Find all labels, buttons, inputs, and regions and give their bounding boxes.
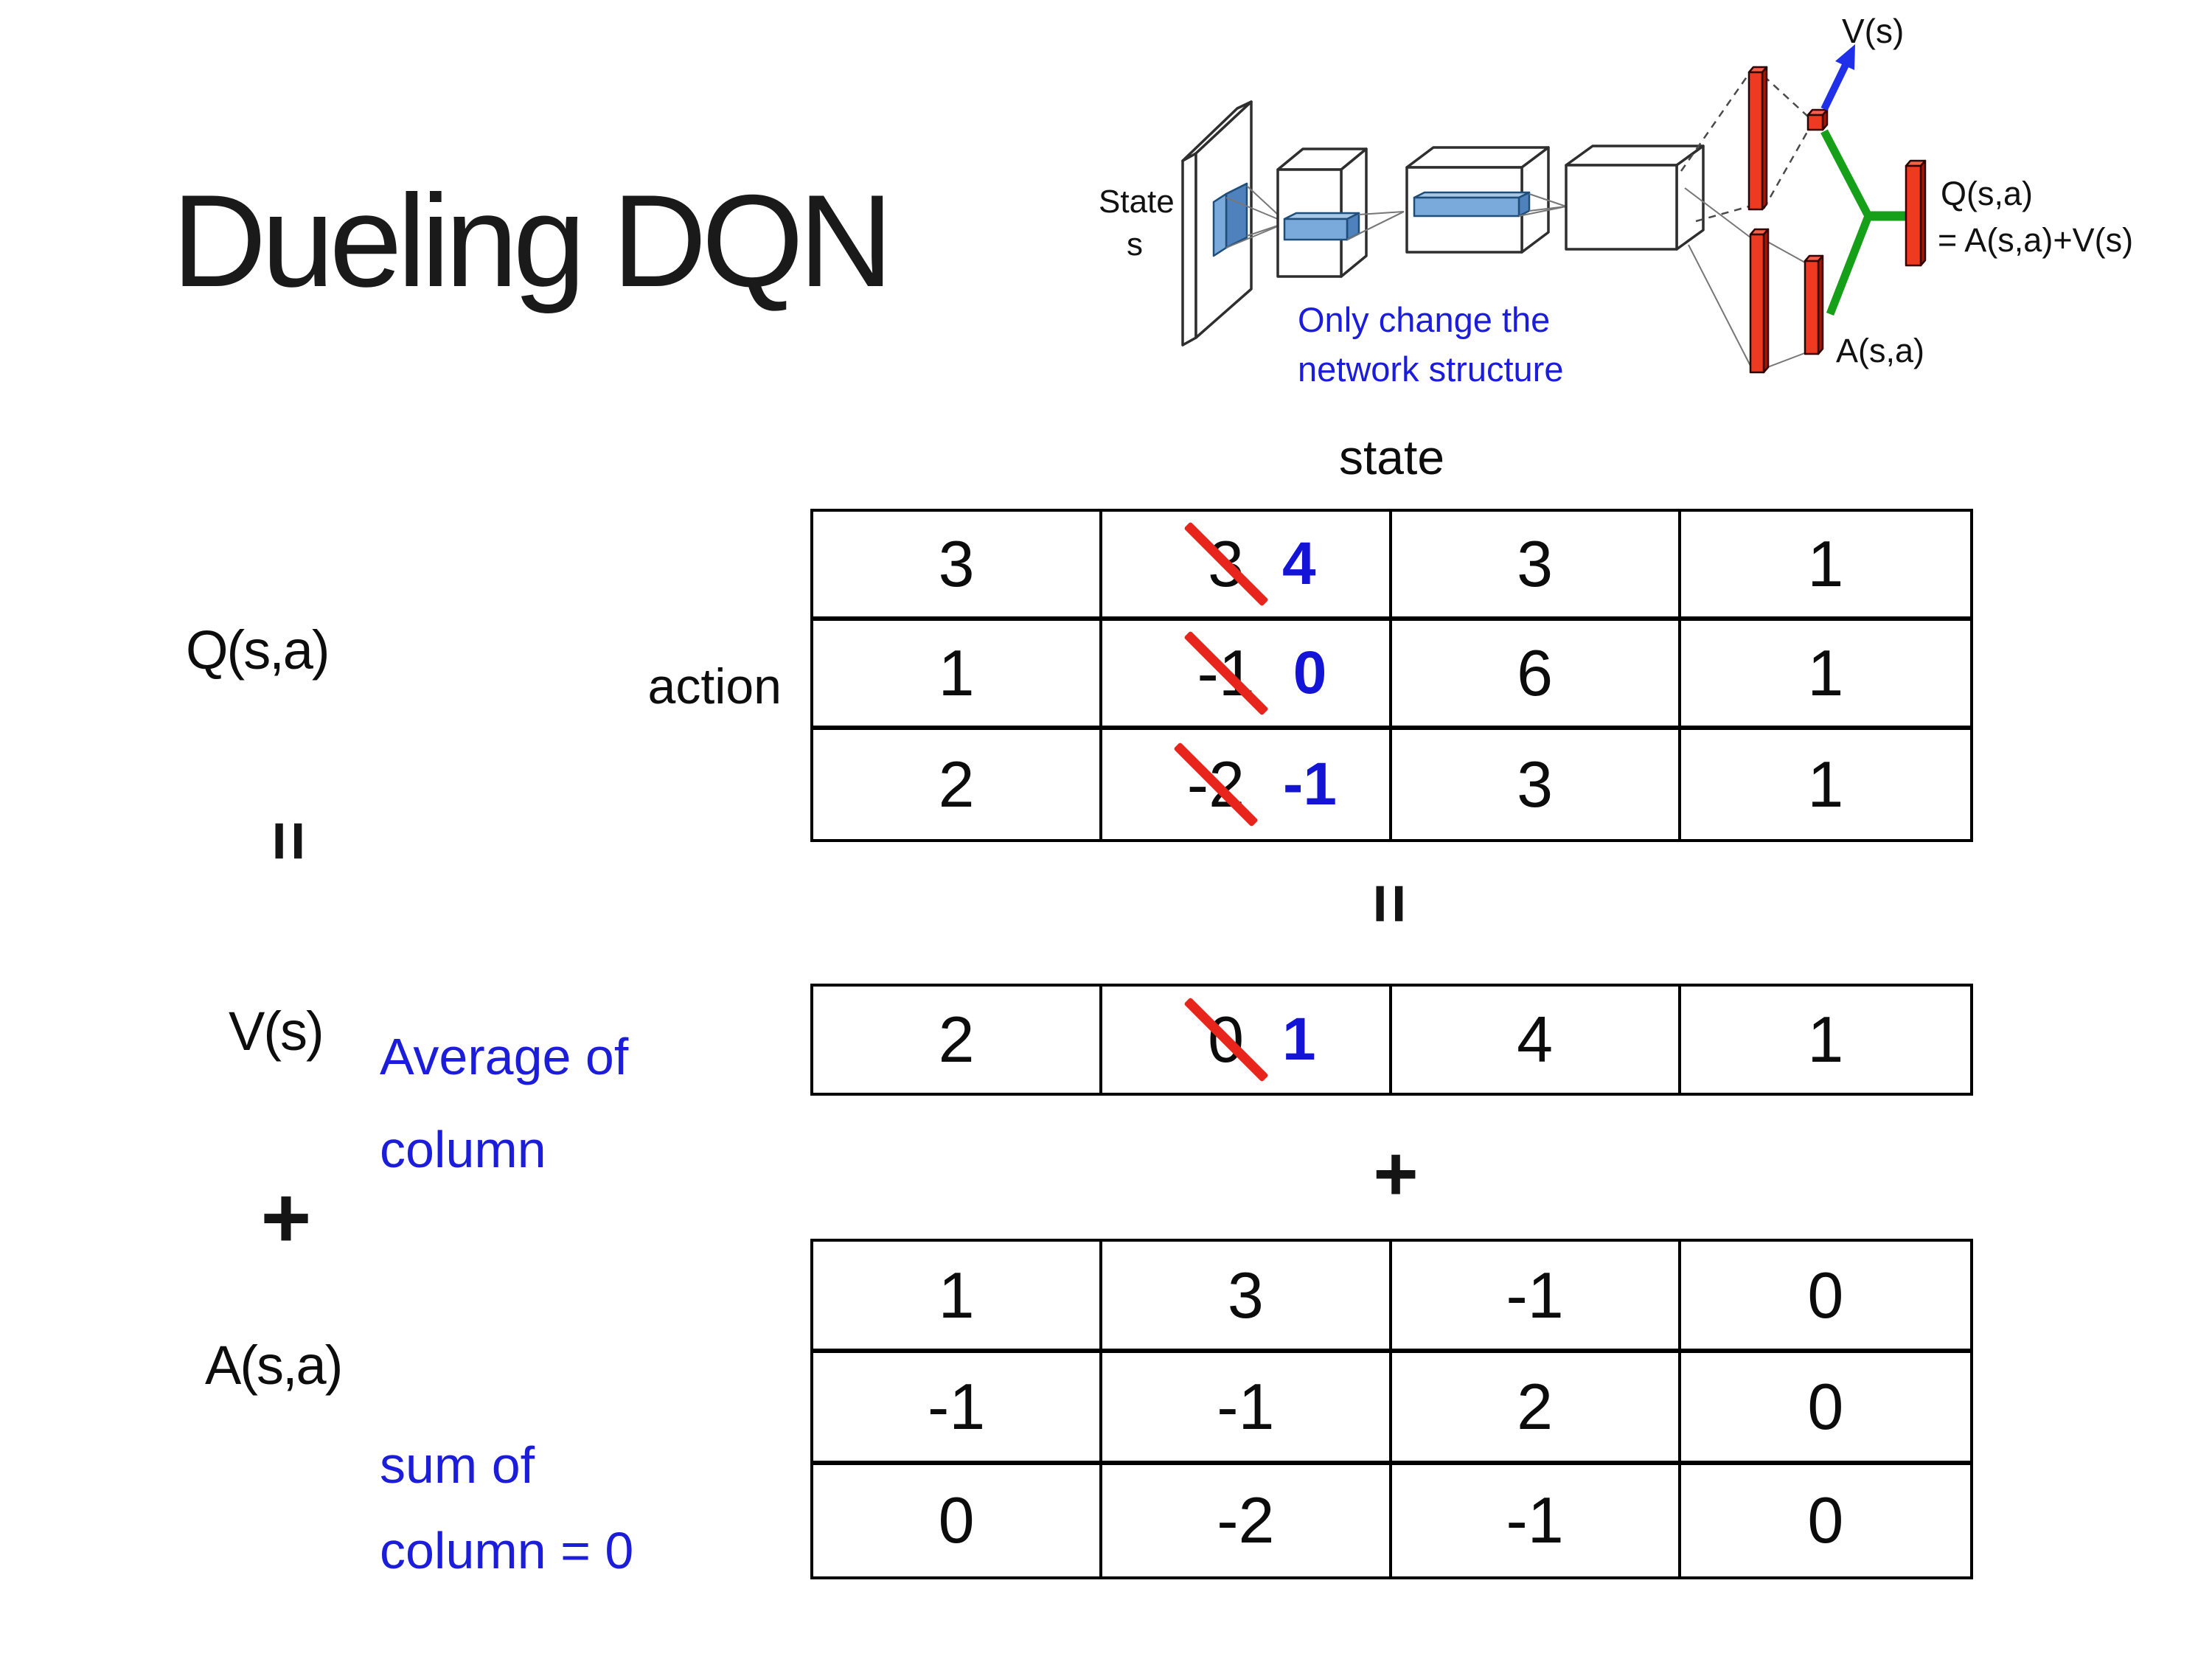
q-matrix-label: Q(s,a) <box>186 619 330 681</box>
plus-symbol-middle: + <box>1373 1130 1419 1217</box>
cell-value: -1 <box>1506 1258 1564 1332</box>
diagram-a-label: A(s,a) <box>1836 332 1924 369</box>
fan-lines-3 <box>1518 193 1567 217</box>
cell-value: 0 <box>1807 1484 1844 1557</box>
matrix-cell: 2 <box>813 730 1103 839</box>
cell-value: 2 <box>938 748 975 821</box>
a-matrix-label: A(s,a) <box>205 1335 343 1396</box>
equals-symbol-middle: = <box>1351 883 1430 924</box>
matrix-cell: -2-1 <box>1102 730 1392 839</box>
matrix-cell: -2 <box>1102 1464 1392 1576</box>
action-row-label: action <box>647 658 782 714</box>
cell-value: 3 <box>1517 527 1554 600</box>
cell-value: 3 <box>938 527 975 600</box>
fc-layer-box <box>1565 145 1705 251</box>
plus-symbol-left: + <box>260 1169 312 1267</box>
matrix-cell: 2 <box>813 987 1103 1093</box>
matrix-cell: 1 <box>813 621 1103 730</box>
matrix-cell: 4 <box>1392 987 1681 1093</box>
diagram-note-line1: Only change the <box>1298 300 1550 339</box>
matrix-cell: 3 <box>813 512 1103 621</box>
new-value: 0 <box>1293 639 1327 706</box>
matrix-cell: 2 <box>1391 1353 1681 1465</box>
matrix-cell: 1 <box>1681 987 1970 1093</box>
cell-value: 1 <box>1807 636 1844 709</box>
cell-value: -1 <box>1217 1369 1275 1443</box>
cell-value: 4 <box>1517 1003 1554 1076</box>
advantage-stream-lines <box>1684 187 1807 369</box>
cell-value: 1 <box>1807 748 1844 821</box>
q-output-bar <box>1905 159 1927 267</box>
new-value: -1 <box>1283 751 1337 818</box>
new-value: 1 <box>1282 1006 1316 1073</box>
cell-value: 1 <box>938 1258 975 1332</box>
matrix-cell: 0 <box>1680 1353 1970 1465</box>
matrix-cell: 01 <box>1102 987 1392 1093</box>
state-header-label: state <box>1338 430 1445 484</box>
diagram-v-label: V(s) <box>1842 12 1904 50</box>
matrix-cell: -1 <box>1391 1242 1681 1354</box>
average-note-line1: Average of <box>380 1028 629 1085</box>
v-label: V(s) <box>229 1001 324 1062</box>
value-hidden-bar <box>1747 66 1768 211</box>
matrix-cell: 3 <box>1392 730 1681 839</box>
cell-value: 1 <box>938 636 975 709</box>
cell-value: 1 <box>1807 1003 1844 1076</box>
page-title: Dueling DQN <box>172 167 894 314</box>
cell-value: 2 <box>938 1003 975 1076</box>
matrix-cell: 3 <box>1102 1242 1392 1354</box>
advantage-vector-bar <box>1804 254 1824 355</box>
v-matrix-table: 2 01 4 1 <box>810 984 1973 1096</box>
diagram-q-label-line2: = A(s,a)+V(s) <box>1938 221 2133 259</box>
matrix-cell: 1 <box>1680 512 1970 621</box>
dueling-network-diagram: State s Only change the network structur… <box>1099 12 2133 389</box>
diagram-note-line2: network structure <box>1298 349 1563 389</box>
matrix-cell: 34 <box>1102 512 1392 621</box>
matrix-cell: 1 <box>813 1242 1103 1354</box>
equals-symbol-left: = <box>250 820 329 861</box>
cell-value: 3 <box>1517 748 1554 821</box>
a-matrix-table: 1 3 -1 0 -1 -1 2 0 0 -2 -1 0 <box>810 1239 1973 1579</box>
cell-value: -1 <box>1506 1484 1564 1557</box>
matrix-cell: 6 <box>1391 621 1681 730</box>
cell-value: 2 <box>1517 1369 1554 1443</box>
matrix-cell: 1 <box>1681 730 1970 839</box>
sum-note-line2: column = 0 <box>380 1522 634 1579</box>
matrix-cell: 3 <box>1391 512 1681 621</box>
sum-note-line1: sum of <box>380 1436 535 1494</box>
cell-value: 1 <box>1807 527 1844 600</box>
matrix-cell: 1 <box>1680 621 1970 730</box>
matrix-cell: -1 <box>1392 1464 1681 1576</box>
matrix-cell: -10 <box>1102 621 1392 730</box>
cell-value: 6 <box>1517 636 1554 709</box>
matrix-cell: 0 <box>1681 1465 1970 1576</box>
cell-value: 0 <box>938 1484 975 1557</box>
value-stream-dashed-lines <box>1680 73 1812 223</box>
value-node-box <box>1806 108 1829 131</box>
cell-value: -2 <box>1217 1484 1275 1557</box>
matrix-cell: -1 <box>813 1353 1103 1465</box>
value-arrow-icon <box>1820 44 1855 111</box>
matrix-cell: 0 <box>1680 1242 1970 1354</box>
cell-value: -1 <box>928 1369 986 1443</box>
fan-lines-2 <box>1346 211 1405 240</box>
diagram-state-sub: s <box>1127 226 1143 262</box>
diagram-state-label: State <box>1099 184 1175 220</box>
cell-value: 3 <box>1227 1258 1264 1332</box>
matrix-cell: -1 <box>1102 1353 1392 1465</box>
advantage-hidden-bar <box>1749 228 1770 374</box>
combine-connector <box>1820 129 1907 316</box>
new-value: 4 <box>1282 530 1316 597</box>
cell-value: 0 <box>1807 1258 1844 1332</box>
cell-value: 0 <box>1807 1369 1844 1443</box>
matrix-cell: 0 <box>813 1464 1103 1576</box>
feature-bar-2 <box>1413 191 1531 218</box>
diagram-q-label-line1: Q(s,a) <box>1941 175 2033 212</box>
average-note-line2: column <box>380 1121 546 1178</box>
feature-bar-1 <box>1283 212 1360 241</box>
